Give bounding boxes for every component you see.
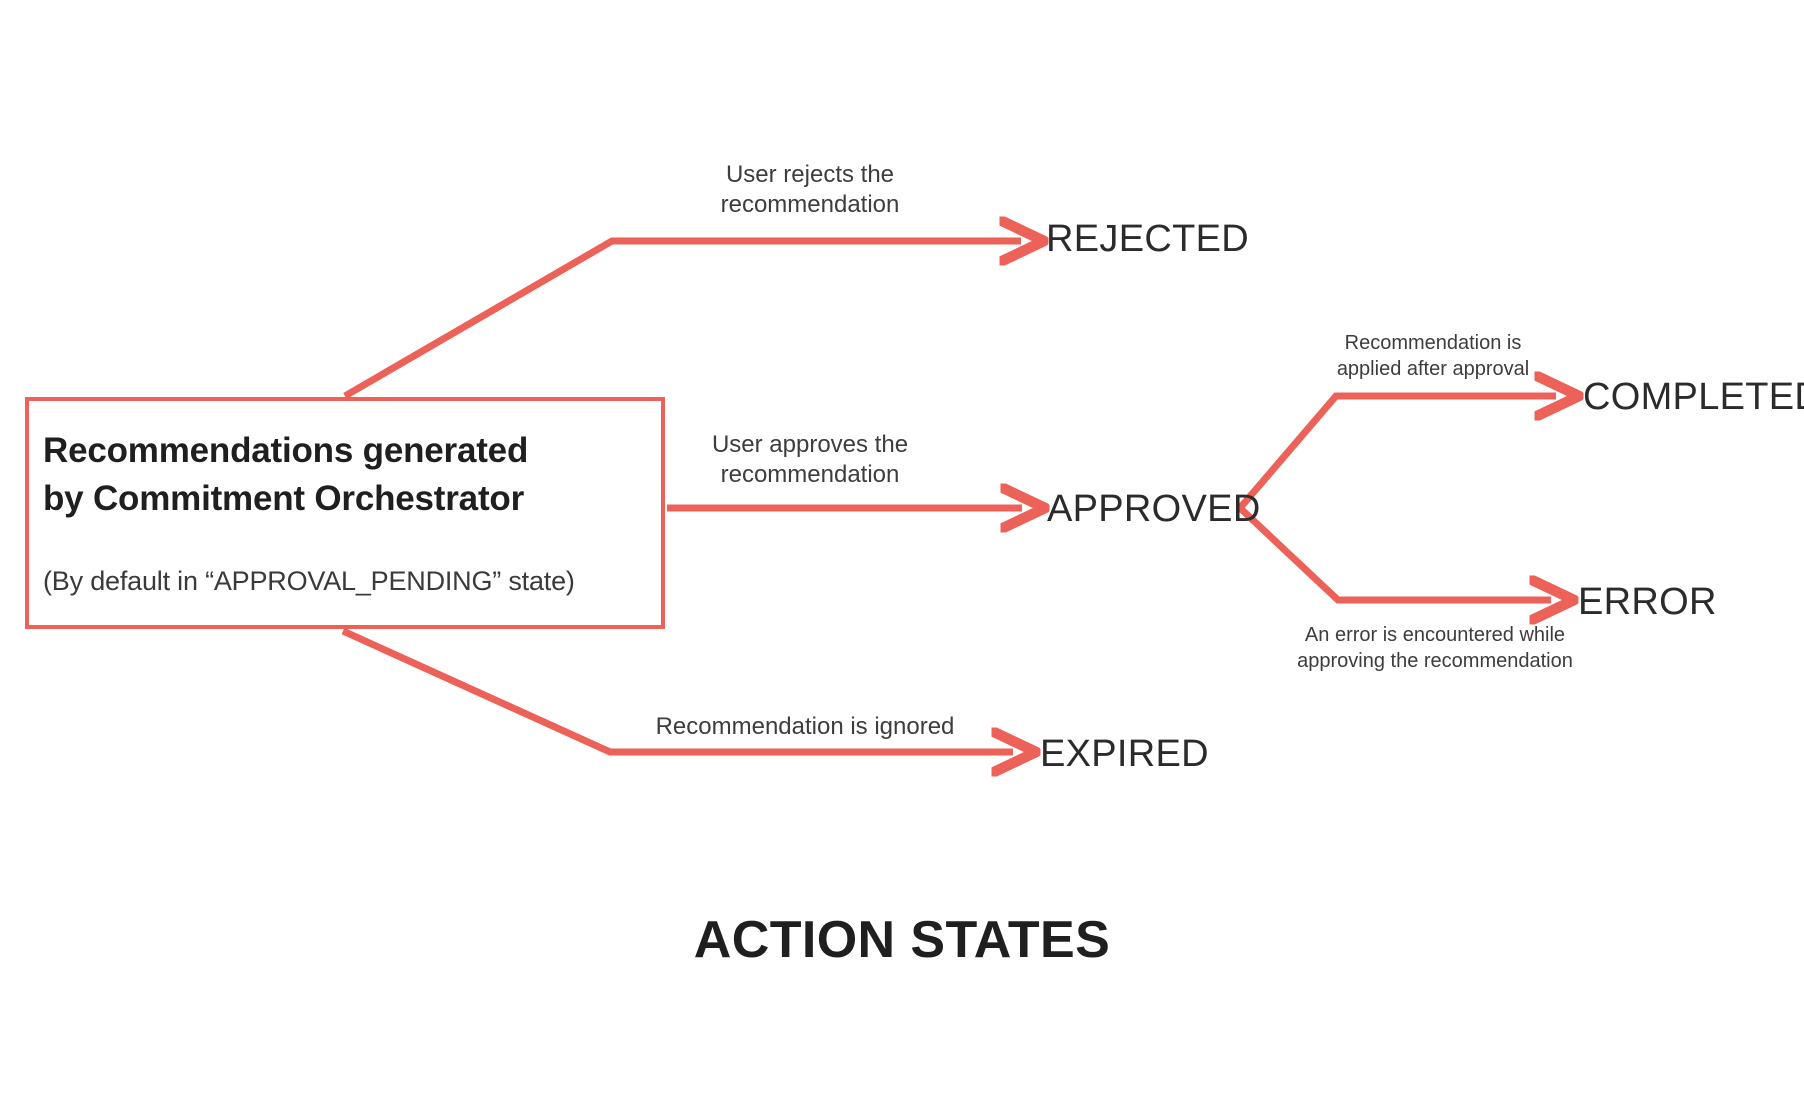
edge-to-expired bbox=[341, 627, 1013, 752]
source-node-subtitle: (By default in “APPROVAL_PENDING” state) bbox=[43, 565, 575, 596]
edge-label-to-rejected: User rejects the recommendation bbox=[720, 161, 900, 219]
edge-label-to-completed: Recommendation is applied after approval bbox=[1336, 332, 1530, 380]
diagram-title: ACTION STATES bbox=[693, 911, 1111, 969]
source-node-title-line-1: Recommendations generated bbox=[43, 431, 529, 470]
edge-label-to-approved: User approves the recommendation bbox=[711, 431, 909, 489]
edge-to-rejected bbox=[343, 241, 1021, 400]
edge-to-completed bbox=[1237, 396, 1556, 511]
state-label-completed: COMPLETED bbox=[1583, 376, 1804, 418]
source-node-box: Recommendations generated by Commitment … bbox=[25, 397, 665, 629]
state-label-approved: APPROVED bbox=[1047, 488, 1261, 530]
edge-label-to-expired: Recommendation is ignored bbox=[655, 713, 955, 740]
state-label-expired: EXPIRED bbox=[1040, 733, 1209, 775]
state-label-rejected: REJECTED bbox=[1046, 218, 1249, 260]
edge-to-error bbox=[1237, 505, 1551, 600]
edge-label-to-error: An error is encountered while approving … bbox=[1297, 624, 1573, 672]
source-node-title-line-2: by Commitment Orchestrator bbox=[43, 479, 525, 519]
state-label-error: ERROR bbox=[1578, 581, 1717, 623]
